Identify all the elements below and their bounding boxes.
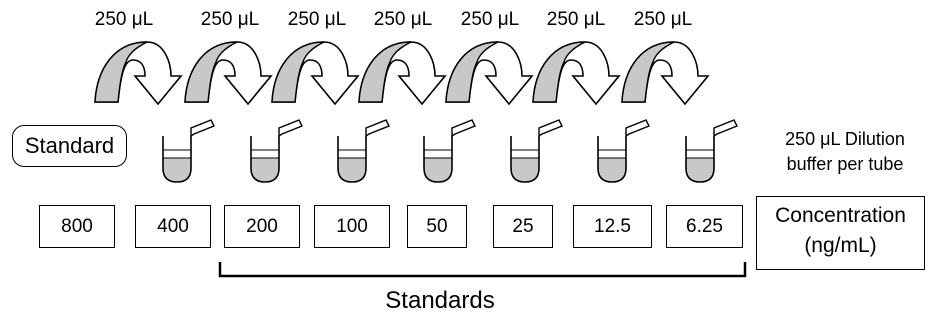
- concentration-box: 6.25: [666, 205, 743, 248]
- transfer-arrow-shading: [94, 41, 148, 103]
- tube: [597, 119, 650, 183]
- tube-lid: [278, 119, 303, 138]
- transfer-volume-label: 250 μL: [633, 9, 693, 30]
- tube-liquid: [163, 158, 191, 182]
- tube: [250, 119, 303, 183]
- concentration-box: 800: [39, 205, 115, 248]
- tube-liquid: [598, 158, 626, 182]
- transfer-arrow-shading: [532, 41, 586, 103]
- concentration-header: Concentration (ng/mL): [756, 196, 925, 270]
- concentration-header-title: Concentration: [775, 204, 906, 227]
- transfer-arrow-shading: [358, 41, 412, 103]
- tube-lid: [190, 119, 215, 138]
- transfer-arrow-shading: [271, 41, 325, 103]
- dilution-buffer-line-1: 250 μL Dilution: [785, 129, 905, 149]
- concentration-header-unit: (ng/mL): [804, 234, 877, 257]
- concentration-box: 50: [407, 205, 467, 248]
- tube-lid: [451, 119, 476, 138]
- transfer-volume-label: 250 μL: [287, 9, 347, 30]
- dilution-buffer-note: 250 μL Dilution buffer per tube: [760, 127, 929, 177]
- tubes: [162, 119, 738, 183]
- tube-body: [162, 136, 192, 183]
- standards-label: Standards: [385, 287, 495, 314]
- tube: [685, 119, 738, 183]
- transfer-arrows: [94, 41, 710, 106]
- tube-liquid: [511, 158, 539, 182]
- concentration-box: 12.5: [573, 205, 652, 248]
- transfer-volume-label: 250 μL: [373, 9, 433, 30]
- transfer-volume-label: 250 μL: [200, 9, 260, 30]
- concentration-box: 25: [493, 205, 553, 248]
- transfer-volume-label: 250 μL: [546, 9, 606, 30]
- tube-body: [250, 136, 280, 183]
- tube-lid: [713, 119, 738, 138]
- tube: [162, 119, 215, 183]
- tube-lid: [625, 119, 650, 138]
- transfer-volume-label: 250 μL: [94, 9, 154, 30]
- tube-liquid: [251, 158, 279, 182]
- standards-bracket: [218, 262, 747, 278]
- transfer-arrow-shading: [621, 41, 675, 103]
- tube-body: [597, 136, 627, 183]
- dilution-buffer-line-2: buffer per tube: [786, 154, 904, 174]
- tube-liquid: [686, 158, 714, 182]
- tube-body: [423, 136, 453, 183]
- tube-lid: [365, 119, 390, 138]
- concentration-box: 400: [135, 205, 211, 248]
- transfer-volume-label: 250 μL: [460, 9, 520, 30]
- tube: [337, 119, 390, 183]
- concentration-box: 200: [224, 205, 300, 248]
- tube-liquid: [424, 158, 452, 182]
- tube-body: [685, 136, 715, 183]
- tube: [423, 119, 476, 183]
- standard-label-box: Standard: [12, 125, 127, 167]
- tube-body: [337, 136, 367, 183]
- tube: [510, 119, 563, 183]
- transfer-arrow-shading: [445, 41, 499, 103]
- concentration-box: 100: [314, 205, 390, 248]
- transfer-arrow-shading: [184, 41, 238, 103]
- tube-lid: [538, 119, 563, 138]
- tube-liquid: [338, 158, 366, 182]
- tube-body: [510, 136, 540, 183]
